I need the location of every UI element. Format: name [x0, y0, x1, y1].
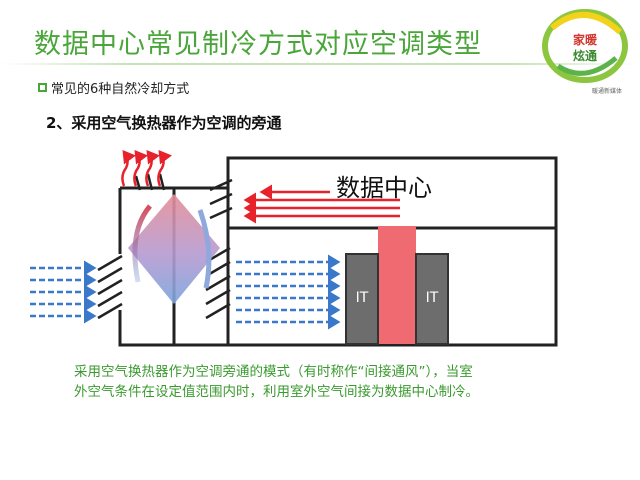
louver-grille-left: [97, 254, 123, 320]
it-rack-right: [415, 253, 449, 345]
slide-title: 数据中心常见制冷方式对应空调类型: [34, 29, 482, 60]
exhaust-airflow-arrow: [132, 204, 152, 283]
hot-exhaust-arrows: [121, 149, 172, 187]
brand-watermark: 暖通新媒体: [592, 88, 623, 95]
logo-accent-swirl: [550, 12, 623, 35]
logo-inner-swirl: [556, 56, 618, 76]
cold-supply-air-arrows: [236, 254, 341, 330]
title-divider: [0, 63, 640, 65]
hot-return-air-arrows: [243, 184, 400, 224]
subtitle-text: 常见的6种自然冷却方式: [51, 82, 190, 97]
logo-line2: 炫通: [573, 48, 597, 63]
square-bullet-icon: [38, 83, 47, 92]
data-center-label: 数据中心: [336, 174, 432, 202]
caption: 采用空气换热器作为空调旁通的模式（有时称作“间接通风”），当室 外空气条件在设定…: [74, 362, 594, 402]
caption-line-2: 外空气条件在设定值范围内时，利用室外空气间接为数据中心制冷。: [74, 384, 479, 400]
subtitle: 常见的6种自然冷却方式: [38, 78, 189, 97]
caption-line-1: 采用空气换热器作为空调旁通的模式（有时称作“间接通风”），当室: [74, 364, 473, 380]
air-heat-exchanger: [128, 194, 220, 304]
return-airflow-arrow: [197, 209, 212, 289]
cold-outdoor-air-arrows: [30, 260, 97, 324]
it-rack-right-label: IT: [426, 290, 439, 306]
logo-line1: 家暖: [573, 32, 598, 47]
it-rack-left-label: IT: [356, 290, 369, 306]
hot-aisle-column: [378, 226, 416, 344]
louver-grille-top: [134, 173, 233, 220]
section-heading: 2、采用空气换热器作为空调的旁通: [46, 114, 282, 132]
it-rack-left: [345, 253, 379, 345]
logo: 家暖 炫通: [542, 9, 628, 83]
